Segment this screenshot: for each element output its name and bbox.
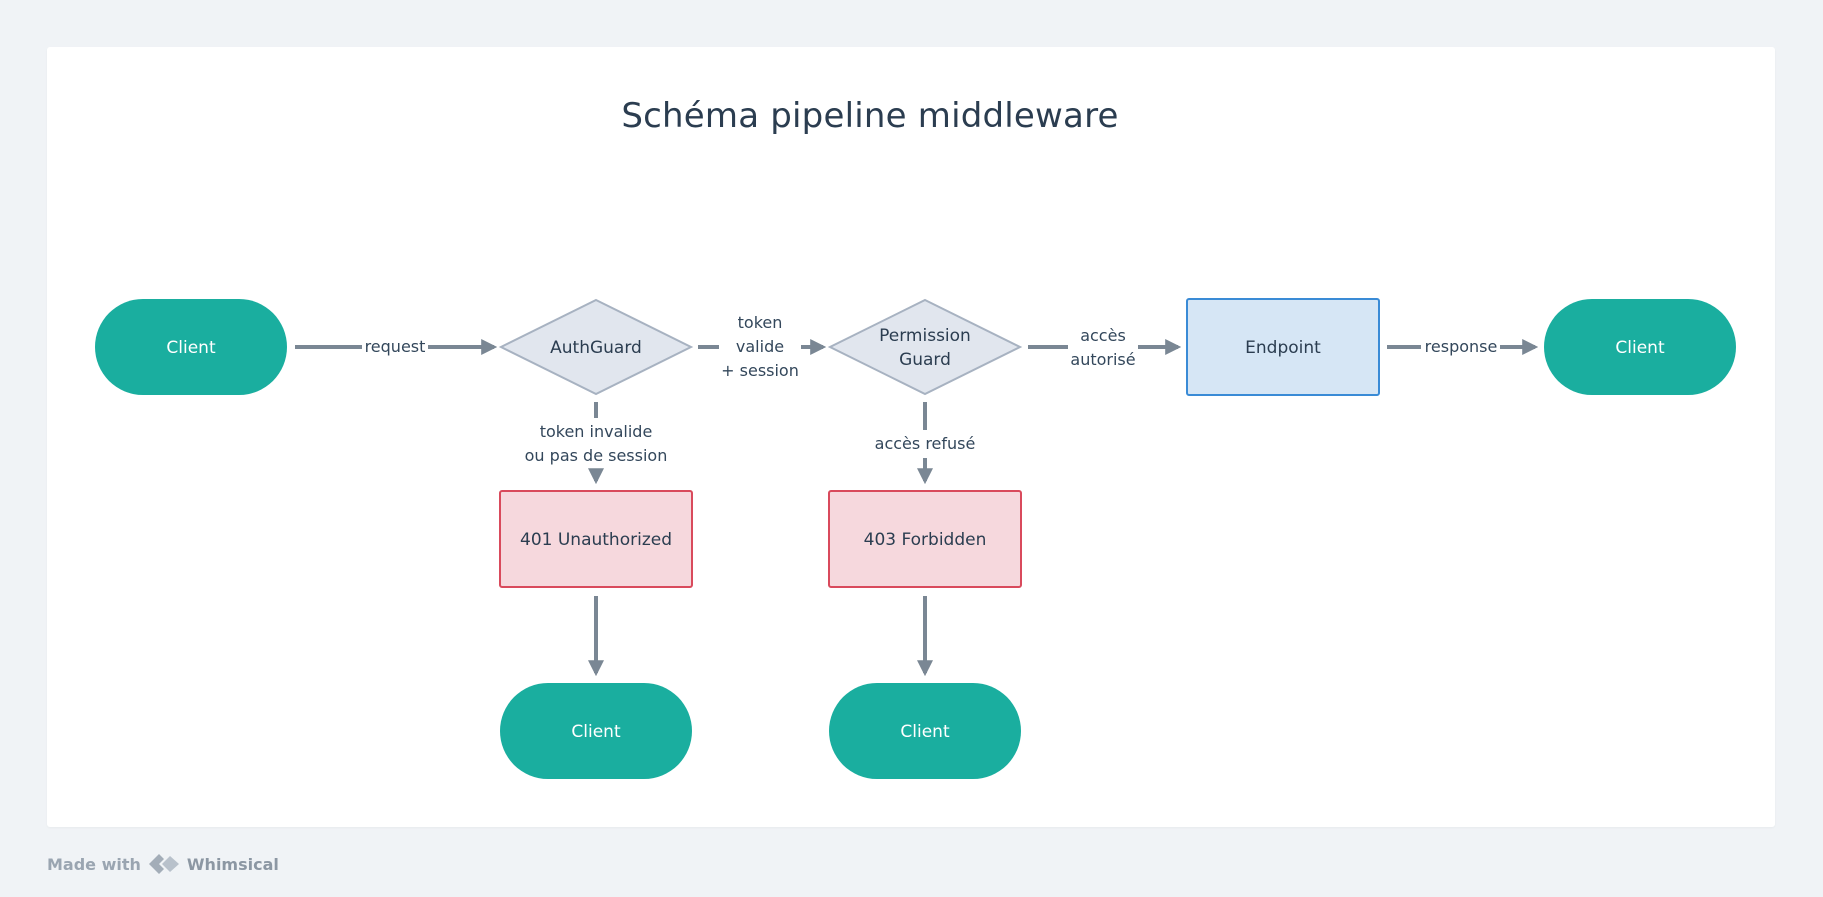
node-client-401[interactable]: Client [500,683,692,779]
edge-token-valid: token valide + session [698,313,827,380]
edge-label-request: request [365,337,426,356]
node-authguard-label: AuthGuard [550,338,642,358]
node-client-401-label: Client [571,722,621,742]
node-permission-guard-label-1: Permission [879,326,971,346]
edge-label-token-valid-1: token [738,313,783,332]
whimsical-logo-icon [148,854,179,874]
node-endpoint-label: Endpoint [1245,338,1321,358]
node-client-start-label: Client [166,338,216,358]
made-with-footer[interactable]: Made with Whimsical [47,852,279,876]
edge-label-token-invalid-1: token invalide [540,422,653,441]
node-401-label: 401 Unauthorized [520,530,672,550]
edge-label-response: response [1425,337,1498,356]
node-client-end-label: Client [1615,338,1665,358]
node-permission-guard-label-2: Guard [899,350,951,370]
node-permission-guard[interactable]: Permission Guard [827,298,1023,396]
edge-access-granted: accès autorisé [1028,326,1182,369]
node-401-unauthorized[interactable]: 401 Unauthorized [499,490,693,588]
edge-label-access-granted-1: accès [1080,326,1126,345]
node-authguard[interactable]: AuthGuard [498,298,694,396]
edge-label-access-denied: accès refusé [875,434,976,453]
edge-request: request [295,337,498,356]
node-client-start[interactable]: Client [95,299,287,395]
edge-response: response [1387,337,1539,356]
diagram-title: Schéma pipeline middleware [621,96,1119,136]
node-client-403-label: Client [900,722,950,742]
edge-label-token-valid-3: + session [721,361,799,380]
whimsical-brand-label: Whimsical [186,854,279,874]
edge-token-invalid: token invalide ou pas de session [525,402,668,485]
node-403-forbidden[interactable]: 403 Forbidden [828,490,1022,588]
edge-label-token-invalid-2: ou pas de session [525,446,668,465]
node-client-403[interactable]: Client [829,683,1021,779]
node-endpoint[interactable]: Endpoint [1186,298,1380,396]
made-with-label: Made with [47,854,141,874]
edge-access-denied: accès refusé [875,402,976,485]
node-403-label: 403 Forbidden [864,530,987,550]
node-client-end[interactable]: Client [1544,299,1736,395]
edge-label-token-valid-2: valide [736,337,784,356]
edge-label-access-granted-2: autorisé [1070,350,1135,369]
